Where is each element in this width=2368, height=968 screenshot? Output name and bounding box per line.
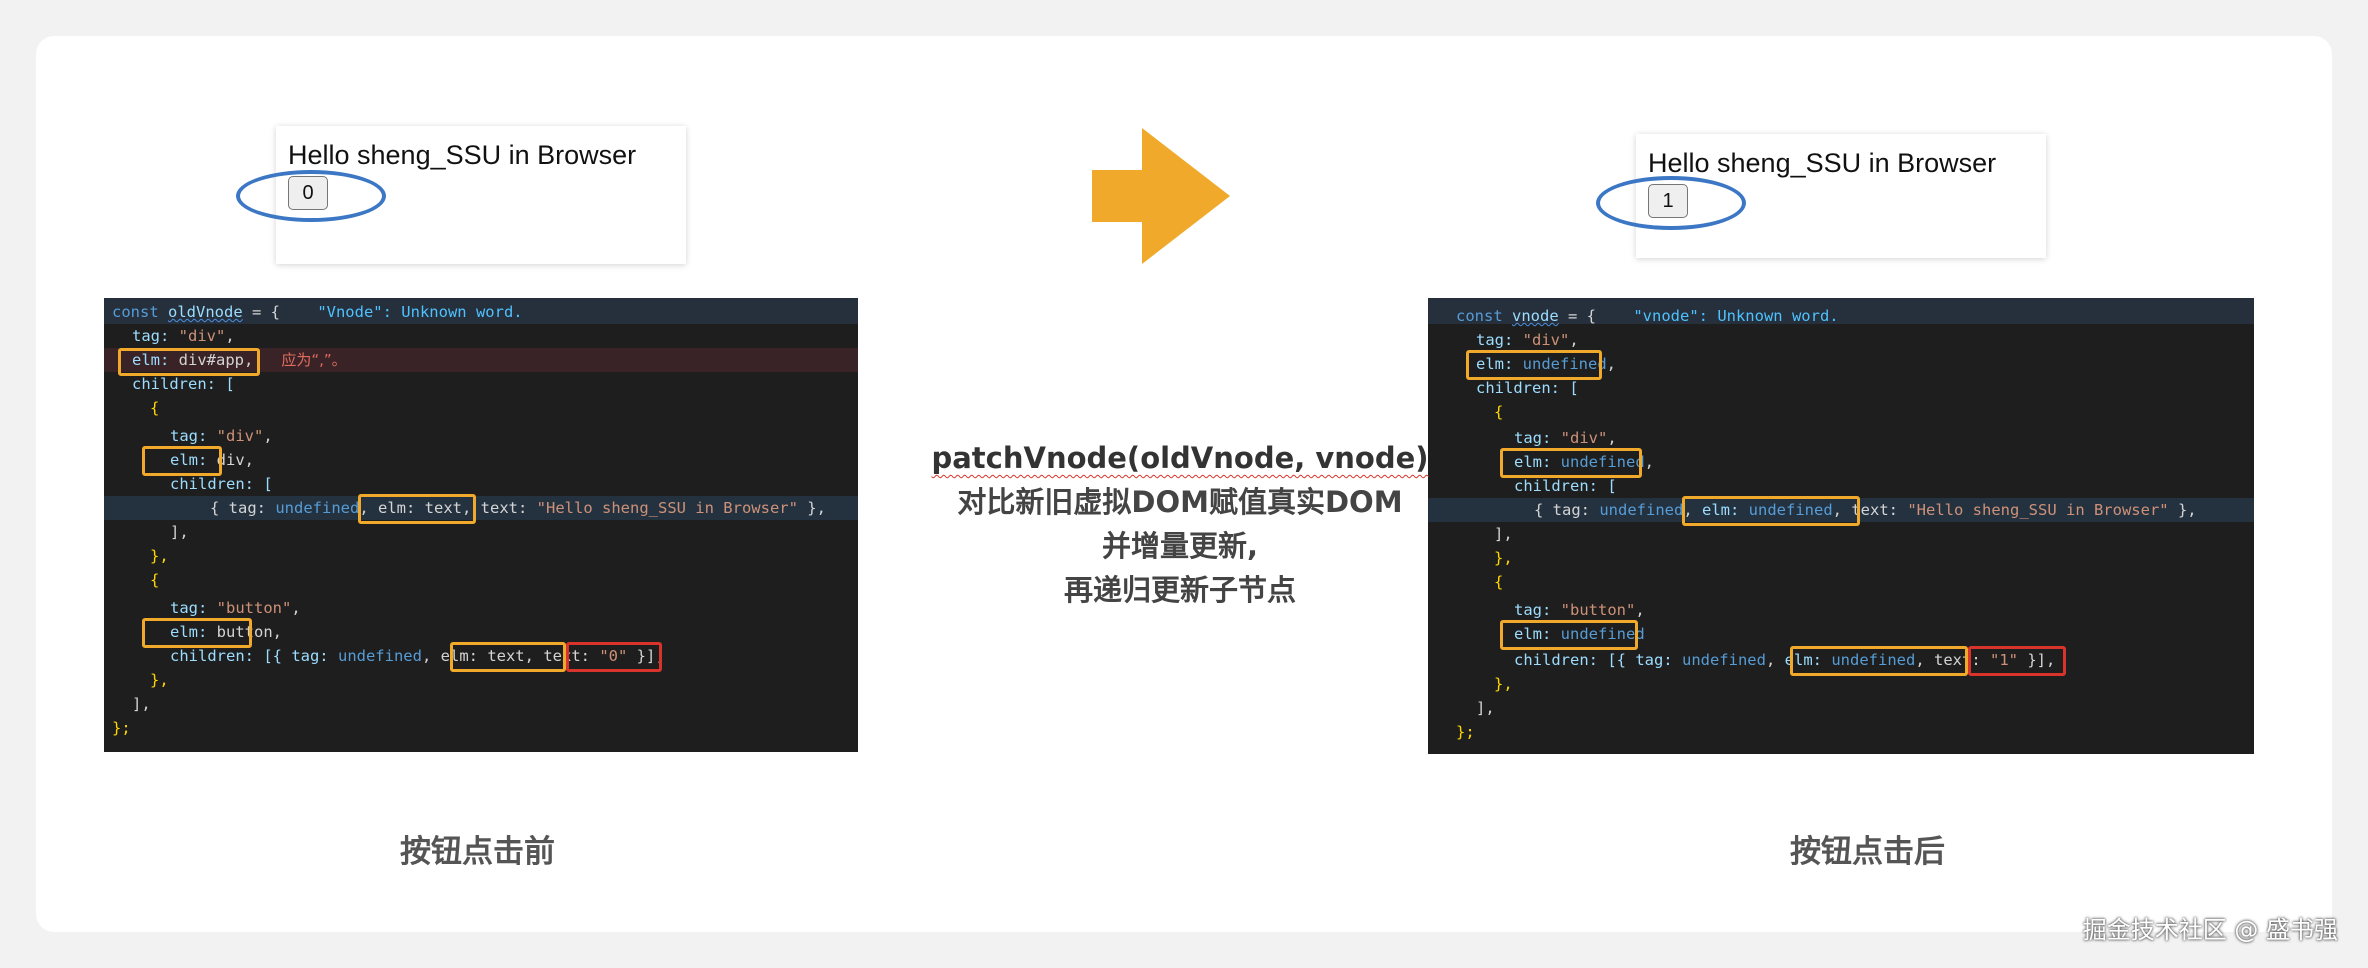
patch-description: patchVnode(oldVnode, vnode) 对比新旧虚拟DOM赋值真… <box>880 436 1480 612</box>
code-line: const oldVnode = { "Vnode": Unknown word… <box>112 303 523 321</box>
elm-highlight-box <box>1500 448 1642 478</box>
code-line: }, <box>150 547 169 565</box>
code-line: }, <box>1494 675 1513 693</box>
editor-topbar <box>104 298 858 324</box>
elm-highlight-box <box>450 642 566 672</box>
elm-highlight-box <box>1466 350 1602 380</box>
code-line: children: [ <box>132 375 235 393</box>
elm-highlight-box <box>1682 496 1860 526</box>
code-line: { tag: undefined, elm: undefined, text: … <box>1428 498 2254 522</box>
code-line: tag: "div", <box>170 427 273 445</box>
code-editor-new-vnode: const vnode = { "vnode": Unknown word. t… <box>1428 298 2254 754</box>
patch-line-3: 并增量更新, <box>1101 529 1259 563</box>
code-line: elm: undefined, <box>1476 355 1617 373</box>
code-line: elm: div, <box>170 451 254 469</box>
code-line: { <box>150 399 160 417</box>
code-line: children: [ <box>170 475 273 493</box>
code-line: }; <box>112 719 131 737</box>
caption-before: 按钮点击前 <box>400 834 555 870</box>
elm-highlight-box <box>358 494 476 524</box>
code-line: ], <box>170 523 189 541</box>
code-line: { <box>1494 573 1504 591</box>
button-highlight-ellipse <box>236 170 386 222</box>
code-line: children: [{ tag: undefined, elm: undefi… <box>1514 651 2056 669</box>
code-line: ], <box>1494 525 1513 543</box>
button-highlight-ellipse <box>1596 176 1746 230</box>
elm-highlight-box <box>1500 620 1638 650</box>
code-line: tag: "div", <box>132 327 235 345</box>
patch-title: patchVnode(oldVnode, vnode) <box>931 441 1429 475</box>
code-line: ], <box>1476 699 1495 717</box>
code-line: { <box>1494 403 1504 421</box>
text-change-box <box>566 642 662 672</box>
code-line: { <box>150 571 160 589</box>
code-editor-old-vnode: const oldVnode = { "Vnode": Unknown word… <box>104 298 858 752</box>
elm-highlight-box <box>118 348 260 376</box>
code-line: elm: undefined, <box>1514 453 1655 471</box>
code-line: children: [{ tag: undefined, elm: text, … <box>170 647 665 665</box>
right-arrow-icon <box>1092 128 1230 264</box>
code-line: elm: div#app, 应为“,”。 <box>104 348 858 372</box>
patch-line-4: 再递归更新子节点 <box>1063 573 1296 607</box>
elm-highlight-box <box>1790 646 1968 676</box>
elm-highlight-box <box>142 618 252 648</box>
code-line: const vnode = { "vnode": Unknown word. <box>1456 307 1839 325</box>
code-line: }, <box>150 671 169 689</box>
caption-after: 按钮点击后 <box>1790 834 1945 870</box>
code-line: tag: "div", <box>1514 429 1617 447</box>
code-line: { tag: undefined, elm: text, text: "Hell… <box>104 496 858 520</box>
code-line: children: [ <box>1476 379 1579 397</box>
code-line: tag: "div", <box>1476 331 1579 349</box>
editor-topbar <box>1428 298 2254 324</box>
elm-highlight-box <box>142 446 222 476</box>
code-line: }; <box>1456 723 1475 741</box>
code-line: children: [ <box>1514 477 1617 495</box>
code-line: }, <box>1494 549 1513 567</box>
preview-text: Hello sheng_SSU in Browser <box>288 140 637 170</box>
code-line: elm: undefined <box>1514 625 1645 643</box>
preview-text: Hello sheng_SSU in Browser <box>1648 148 1997 178</box>
code-line: tag: "button", <box>170 599 301 617</box>
code-line: tag: "button", <box>1514 601 1645 619</box>
patch-line-2: 对比新旧虚拟DOM赋值真实DOM <box>957 485 1403 519</box>
text-change-box <box>1968 646 2066 676</box>
watermark: 掘金技术社区 @ 盛书强 <box>2082 916 2338 944</box>
code-line: ], <box>132 695 151 713</box>
